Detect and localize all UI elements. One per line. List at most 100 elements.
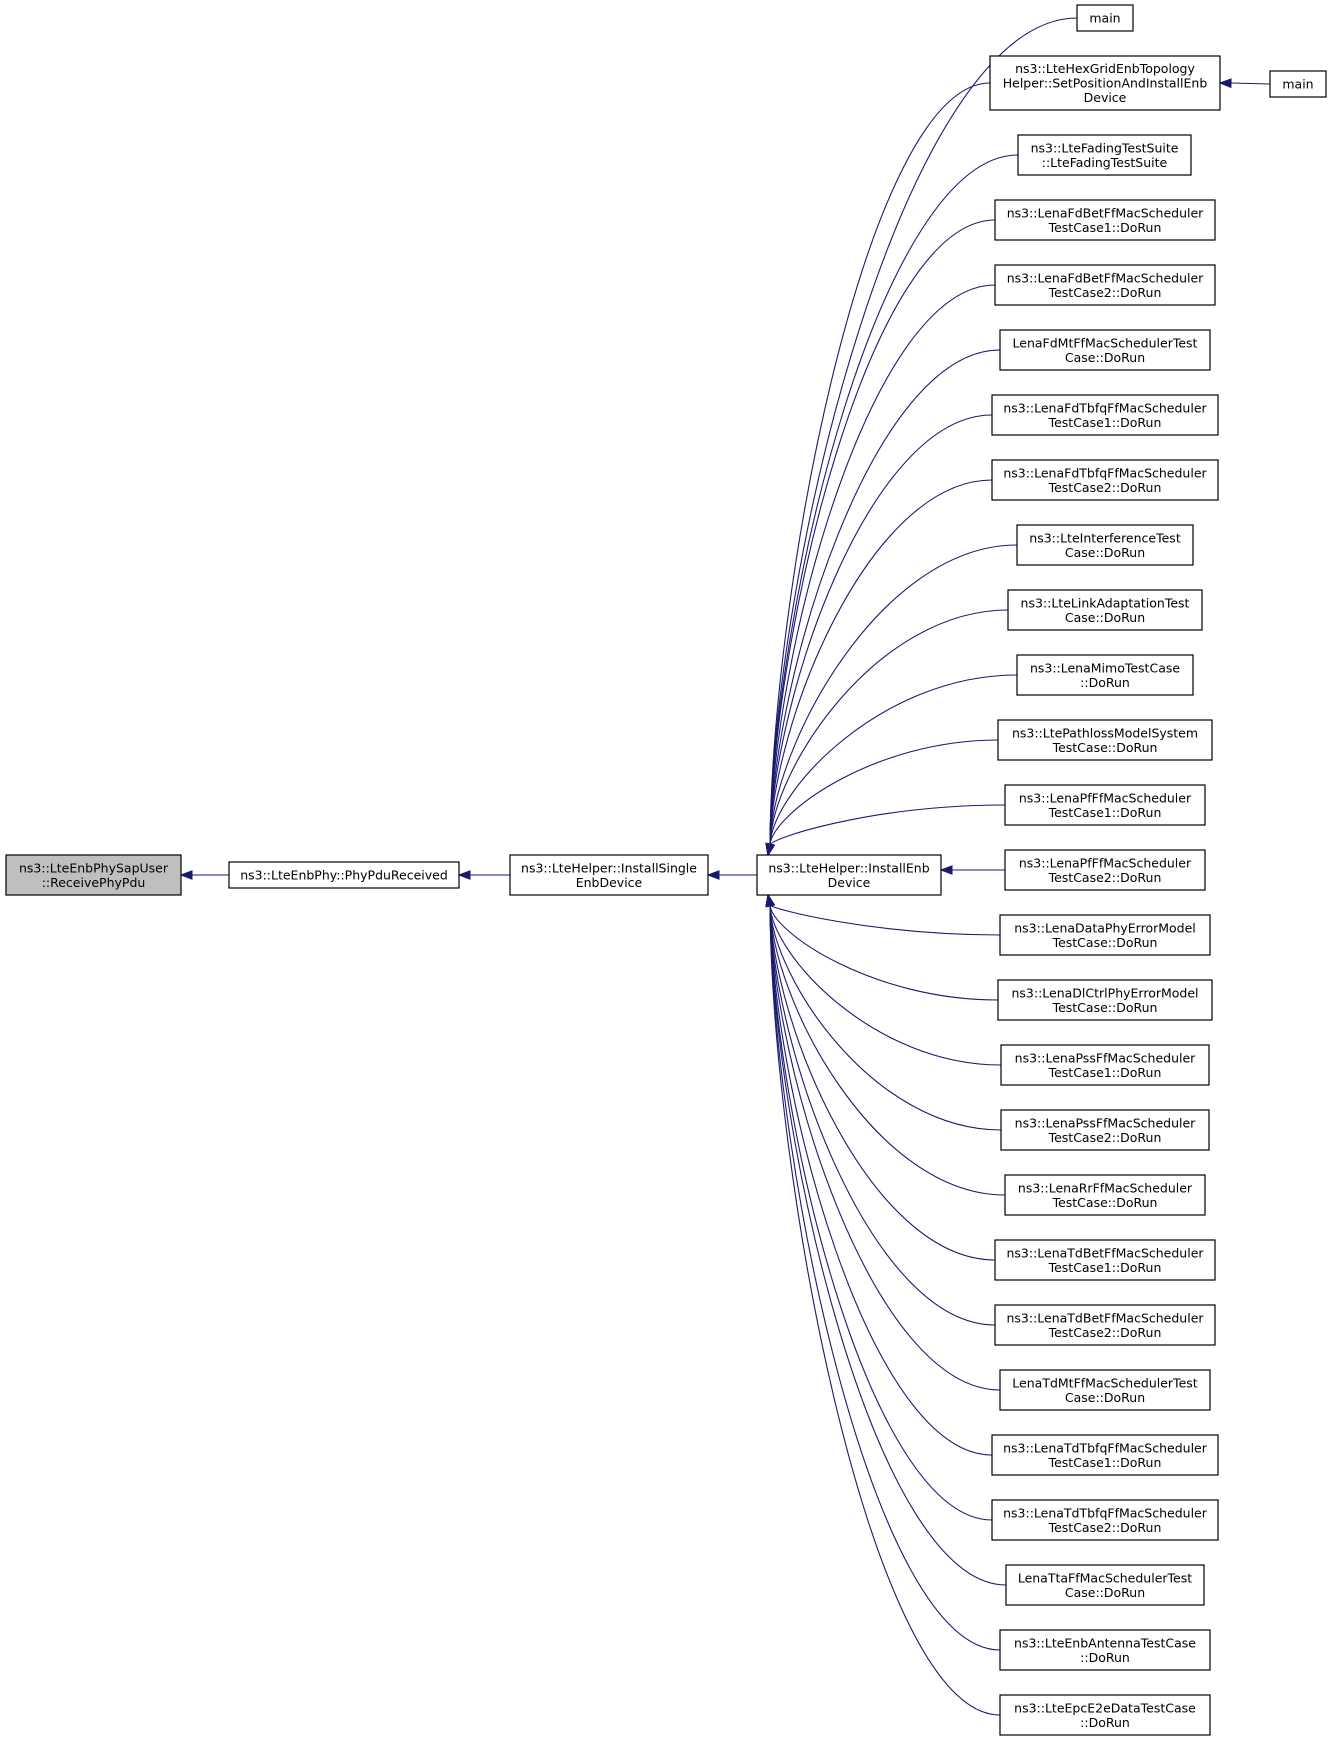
node-label: TestCase2::DoRun xyxy=(1048,1325,1162,1340)
node-label: ns3::LenaPssFfMacScheduler xyxy=(1015,1050,1197,1065)
node-dlctrl[interactable]: ns3::LenaDlCtrlPhyErrorModelTestCase::Do… xyxy=(997,979,1213,1021)
node-fdtbfq2[interactable]: ns3::LenaFdTbfqFfMacSchedulerTestCase2::… xyxy=(991,459,1219,501)
node-pss1[interactable]: ns3::LenaPssFfMacSchedulerTestCase1::DoR… xyxy=(1000,1044,1210,1086)
node-label: TestCase1::DoRun xyxy=(1048,805,1162,820)
node-box xyxy=(999,329,1211,371)
node-tdtbfq1[interactable]: ns3::LenaTdTbfqFfMacSchedulerTestCase1::… xyxy=(991,1434,1219,1476)
node-box xyxy=(989,55,1221,111)
node-label: ns3::LteEnbPhySapUser xyxy=(19,860,169,875)
node-pf2[interactable]: ns3::LenaPfFfMacSchedulerTestCase2::DoRu… xyxy=(1004,849,1206,891)
node-mimo[interactable]: ns3::LenaMimoTestCase::DoRun xyxy=(1016,654,1194,696)
node-label: TestCase1::DoRun xyxy=(1048,415,1162,430)
node-box xyxy=(1004,784,1206,826)
node-label: ns3::LenaPfFfMacScheduler xyxy=(1019,790,1192,805)
node-hex[interactable]: ns3::LteHexGridEnbTopologyHelper::SetPos… xyxy=(989,55,1221,111)
node-fdbet1[interactable]: ns3::LenaFdBetFfMacSchedulerTestCase1::D… xyxy=(994,199,1216,241)
node-label: ::LteFadingTestSuite xyxy=(1042,155,1168,170)
node-label: ns3::LenaFdTbfqFfMacScheduler xyxy=(1003,400,1207,415)
node-label: TestCase1::DoRun xyxy=(1048,1455,1162,1470)
node-label: ns3::LenaFdTbfqFfMacScheduler xyxy=(1003,465,1207,480)
node-label: Helper::SetPositionAndInstallEnb xyxy=(1003,76,1208,91)
edge-hex-to-enb xyxy=(765,82,991,857)
node-label: EnbDevice xyxy=(576,875,643,890)
edge-single-to-pdu xyxy=(457,870,510,880)
edge-line xyxy=(769,219,996,846)
node-receive[interactable]: ns3::LteEnbPhySapUser::ReceivePhyPdu xyxy=(5,854,182,896)
edge-antenna-to-enb xyxy=(765,893,1001,1651)
node-epc[interactable]: ns3::LteEpcE2eDataTestCase::DoRun xyxy=(999,1694,1211,1736)
node-pf1[interactable]: ns3::LenaPfFfMacSchedulerTestCase1::DoRu… xyxy=(1004,784,1206,826)
node-label: TestCase2::DoRun xyxy=(1048,870,1162,885)
node-label: LenaFdMtFfMacSchedulerTest xyxy=(1013,335,1198,350)
node-label: ns3::LenaTdBetFfMacScheduler xyxy=(1006,1245,1204,1260)
node-tdbet1[interactable]: ns3::LenaTdBetFfMacSchedulerTestCase1::D… xyxy=(994,1239,1216,1281)
edge-line xyxy=(769,904,1001,1716)
node-label: TestCase1::DoRun xyxy=(1048,1260,1162,1275)
edge-pss1-to-enb xyxy=(765,893,1002,1066)
edge-line xyxy=(769,904,1006,1196)
arrowhead xyxy=(457,870,471,880)
node-dataphy[interactable]: ns3::LenaDataPhyErrorModelTestCase::DoRu… xyxy=(999,914,1211,956)
node-box xyxy=(756,854,942,896)
edge-enb-to-single xyxy=(706,870,757,880)
node-tdbet2[interactable]: ns3::LenaTdBetFfMacSchedulerTestCase2::D… xyxy=(994,1304,1216,1346)
edge-line xyxy=(769,349,1001,846)
node-pss2[interactable]: ns3::LenaPssFfMacSchedulerTestCase2::DoR… xyxy=(1000,1109,1210,1151)
node-box xyxy=(1000,1109,1210,1151)
node-main1[interactable]: main xyxy=(1076,4,1134,32)
node-label: Device xyxy=(828,875,871,890)
node-box xyxy=(991,1434,1219,1476)
node-label: ns3::LenaDlCtrlPhyErrorModel xyxy=(1011,985,1198,1000)
node-label: ns3::LteHexGridEnbTopology xyxy=(1015,61,1195,76)
edge-pf2-to-enb xyxy=(939,865,1005,875)
node-label: TestCase::DoRun xyxy=(1052,1195,1158,1210)
node-label: ns3::LenaTdBetFfMacScheduler xyxy=(1006,1310,1204,1325)
edge-line xyxy=(769,904,1007,1586)
node-main2[interactable]: main xyxy=(1269,70,1327,98)
node-box xyxy=(994,1304,1216,1346)
edge-line xyxy=(769,904,999,1001)
node-pathloss[interactable]: ns3::LtePathlossModelSystemTestCase::DoR… xyxy=(997,719,1213,761)
arrowhead xyxy=(939,865,953,875)
node-label: LenaTtaFfMacSchedulerTest xyxy=(1018,1570,1192,1585)
edge-rr-to-enb xyxy=(765,893,1006,1196)
edge-line xyxy=(769,154,1019,846)
node-box xyxy=(509,854,709,896)
node-pdu[interactable]: ns3::LteEnbPhy::PhyPduReceived xyxy=(228,861,460,889)
node-box xyxy=(999,1629,1211,1671)
node-label: Case::DoRun xyxy=(1065,350,1145,365)
node-box xyxy=(228,861,460,889)
node-box xyxy=(5,854,182,896)
node-fdbet2[interactable]: ns3::LenaFdBetFfMacSchedulerTestCase2::D… xyxy=(994,264,1216,306)
node-fading[interactable]: ns3::LteFadingTestSuite::LteFadingTestSu… xyxy=(1017,134,1192,176)
edge-interf-to-enb xyxy=(765,544,1018,857)
node-box xyxy=(994,199,1216,241)
edge-line xyxy=(1230,82,1271,85)
node-label: ns3::LtePathlossModelSystem xyxy=(1012,725,1198,740)
edge-mimo-to-enb xyxy=(765,674,1018,857)
node-label: ::DoRun xyxy=(1080,1650,1130,1665)
node-label: TestCase::DoRun xyxy=(1052,740,1158,755)
node-tdtbfq2[interactable]: ns3::LenaTdTbfqFfMacSchedulerTestCase2::… xyxy=(991,1499,1219,1541)
edge-epc-to-enb xyxy=(765,893,1001,1716)
node-fdtbfq1[interactable]: ns3::LenaFdTbfqFfMacSchedulerTestCase1::… xyxy=(991,394,1219,436)
node-label: TestCase2::DoRun xyxy=(1048,1520,1162,1535)
arrowhead xyxy=(179,870,193,880)
node-label: ns3::LteEnbAntennaTestCase xyxy=(1014,1635,1196,1650)
node-antenna[interactable]: ns3::LteEnbAntennaTestCase::DoRun xyxy=(999,1629,1211,1671)
edge-line xyxy=(769,674,1018,846)
edge-line xyxy=(769,804,1006,846)
edge-main2-to-hex xyxy=(1218,78,1271,89)
edge-line xyxy=(769,904,996,1326)
node-label: ns3::LenaTdTbfqFfMacScheduler xyxy=(1003,1505,1208,1520)
